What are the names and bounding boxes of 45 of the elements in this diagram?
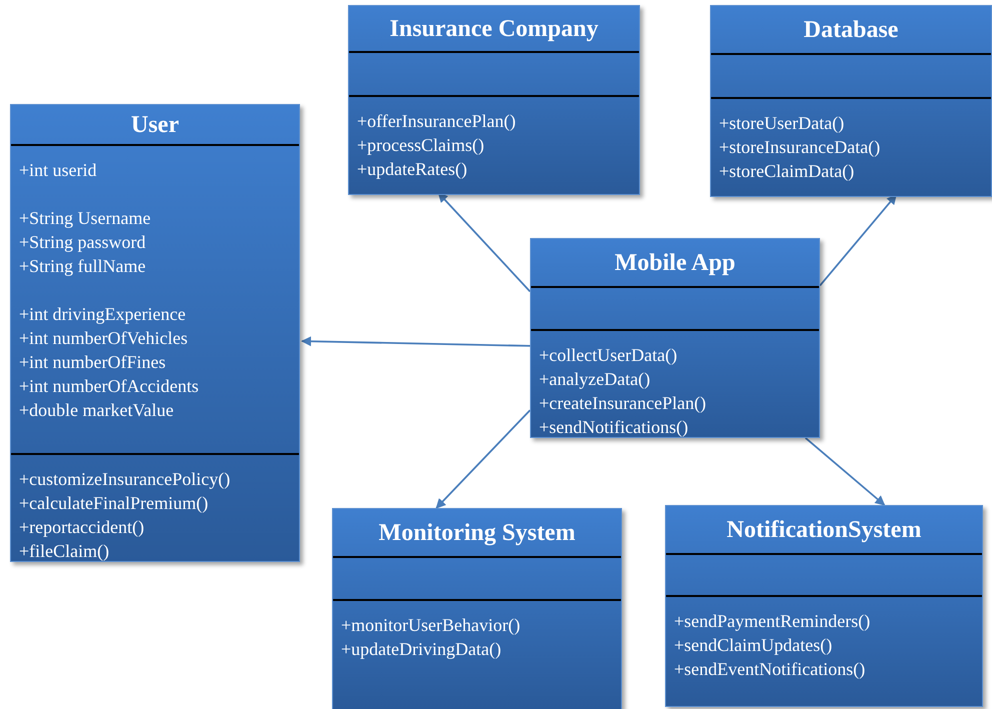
method-text: +updateRates() <box>357 158 468 181</box>
attribute-text: +double marketValue <box>19 399 175 422</box>
attribute-text: +String password <box>19 231 147 254</box>
method-text: +fileClaim() <box>19 540 110 563</box>
class-compartment <box>11 453 299 561</box>
method-text: +analyzeData() <box>539 368 652 391</box>
class-box <box>665 505 983 707</box>
method-text: +processClaims() <box>357 134 486 157</box>
attribute-text: +int numberOfAccidents <box>19 375 200 398</box>
attribute-text: +int numberOfVehicles <box>19 327 189 350</box>
method-text: +sendEventNotifications() <box>674 658 866 681</box>
attribute-text: +String fullName <box>19 255 147 278</box>
method-text: +collectUserData() <box>539 344 678 367</box>
method-text: +sendNotifications() <box>539 416 690 439</box>
method-text: +offerInsurancePlan() <box>357 110 517 133</box>
class-name: Mobile App <box>614 248 736 278</box>
method-text: +calculateFinalPremium() <box>19 492 210 515</box>
method-text: +createInsurancePlan() <box>539 392 708 415</box>
method-text: +storeUserData() <box>719 112 846 135</box>
attribute-text: +int userid <box>19 159 98 182</box>
method-text: +updateDrivingData() <box>341 638 502 661</box>
method-text: +sendClaimUpdates() <box>674 634 834 657</box>
attribute-text: +int numberOfFines <box>19 351 167 374</box>
arrow <box>804 437 886 506</box>
method-text: +storeInsuranceData() <box>719 136 882 159</box>
class-box <box>332 508 622 709</box>
class-name: Monitoring System <box>378 518 576 548</box>
method-text: +sendPaymentReminders() <box>674 610 872 633</box>
class-box <box>710 5 992 197</box>
class-box <box>348 5 640 195</box>
method-text: +reportaccident() <box>19 516 146 539</box>
class-box <box>10 104 300 562</box>
class-name: NotificationSystem <box>726 516 922 544</box>
method-text: +storeClaimData() <box>719 160 856 183</box>
class-name: User <box>131 110 179 140</box>
attribute-text: +String Username <box>19 207 152 230</box>
class-box <box>530 238 820 438</box>
class-compartment <box>531 329 819 437</box>
arrow <box>301 336 530 347</box>
class-name: Database <box>804 16 898 44</box>
method-text: +customizeInsurancePolicy() <box>19 468 232 491</box>
method-text: +monitorUserBehavior() <box>341 614 522 637</box>
class-name: Insurance Company <box>390 14 598 44</box>
arrow <box>436 410 531 509</box>
attribute-text: +int drivingExperience <box>19 303 187 326</box>
